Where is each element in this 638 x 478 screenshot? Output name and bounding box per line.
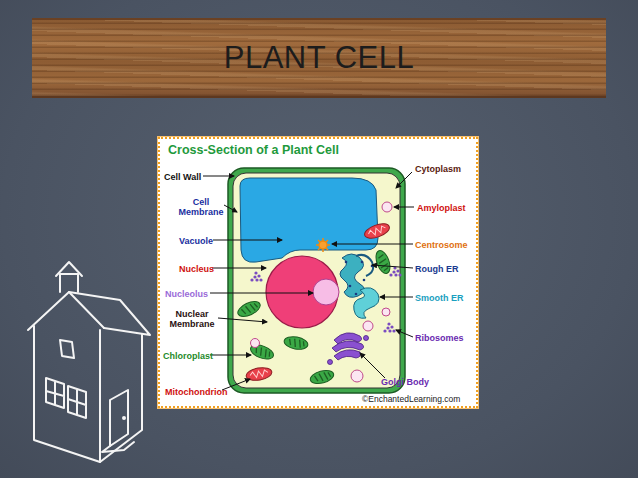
part-label: Smooth ER [415, 293, 464, 303]
part-label: Vacuole [179, 236, 213, 246]
part-label: Rough ER [415, 264, 459, 274]
slide-title: PLANT CELL [32, 40, 606, 76]
part-label: Ribosomes [415, 333, 464, 343]
part-label: Cytoplasm [415, 164, 461, 174]
panel-title: Cross-Section of a Plant Cell [168, 143, 339, 157]
part-label: Amyloplast [417, 203, 466, 213]
part-label: Mitochondrion [165, 387, 228, 397]
part-label: Nuclear Membrane [164, 309, 220, 329]
part-label: Nucleolus [165, 289, 208, 299]
part-label: Nucleus [179, 264, 214, 274]
part-label: Golgi Body [381, 377, 429, 387]
part-label: Cell Membrane [176, 197, 226, 217]
copyright-note: ©EnchantedLearning.com [362, 394, 460, 404]
wood-banner: PLANT CELL [32, 18, 606, 98]
part-label: Chloroplast [163, 351, 213, 361]
part-label: Cell Wall [164, 172, 201, 182]
part-label: Centrosome [415, 240, 468, 250]
